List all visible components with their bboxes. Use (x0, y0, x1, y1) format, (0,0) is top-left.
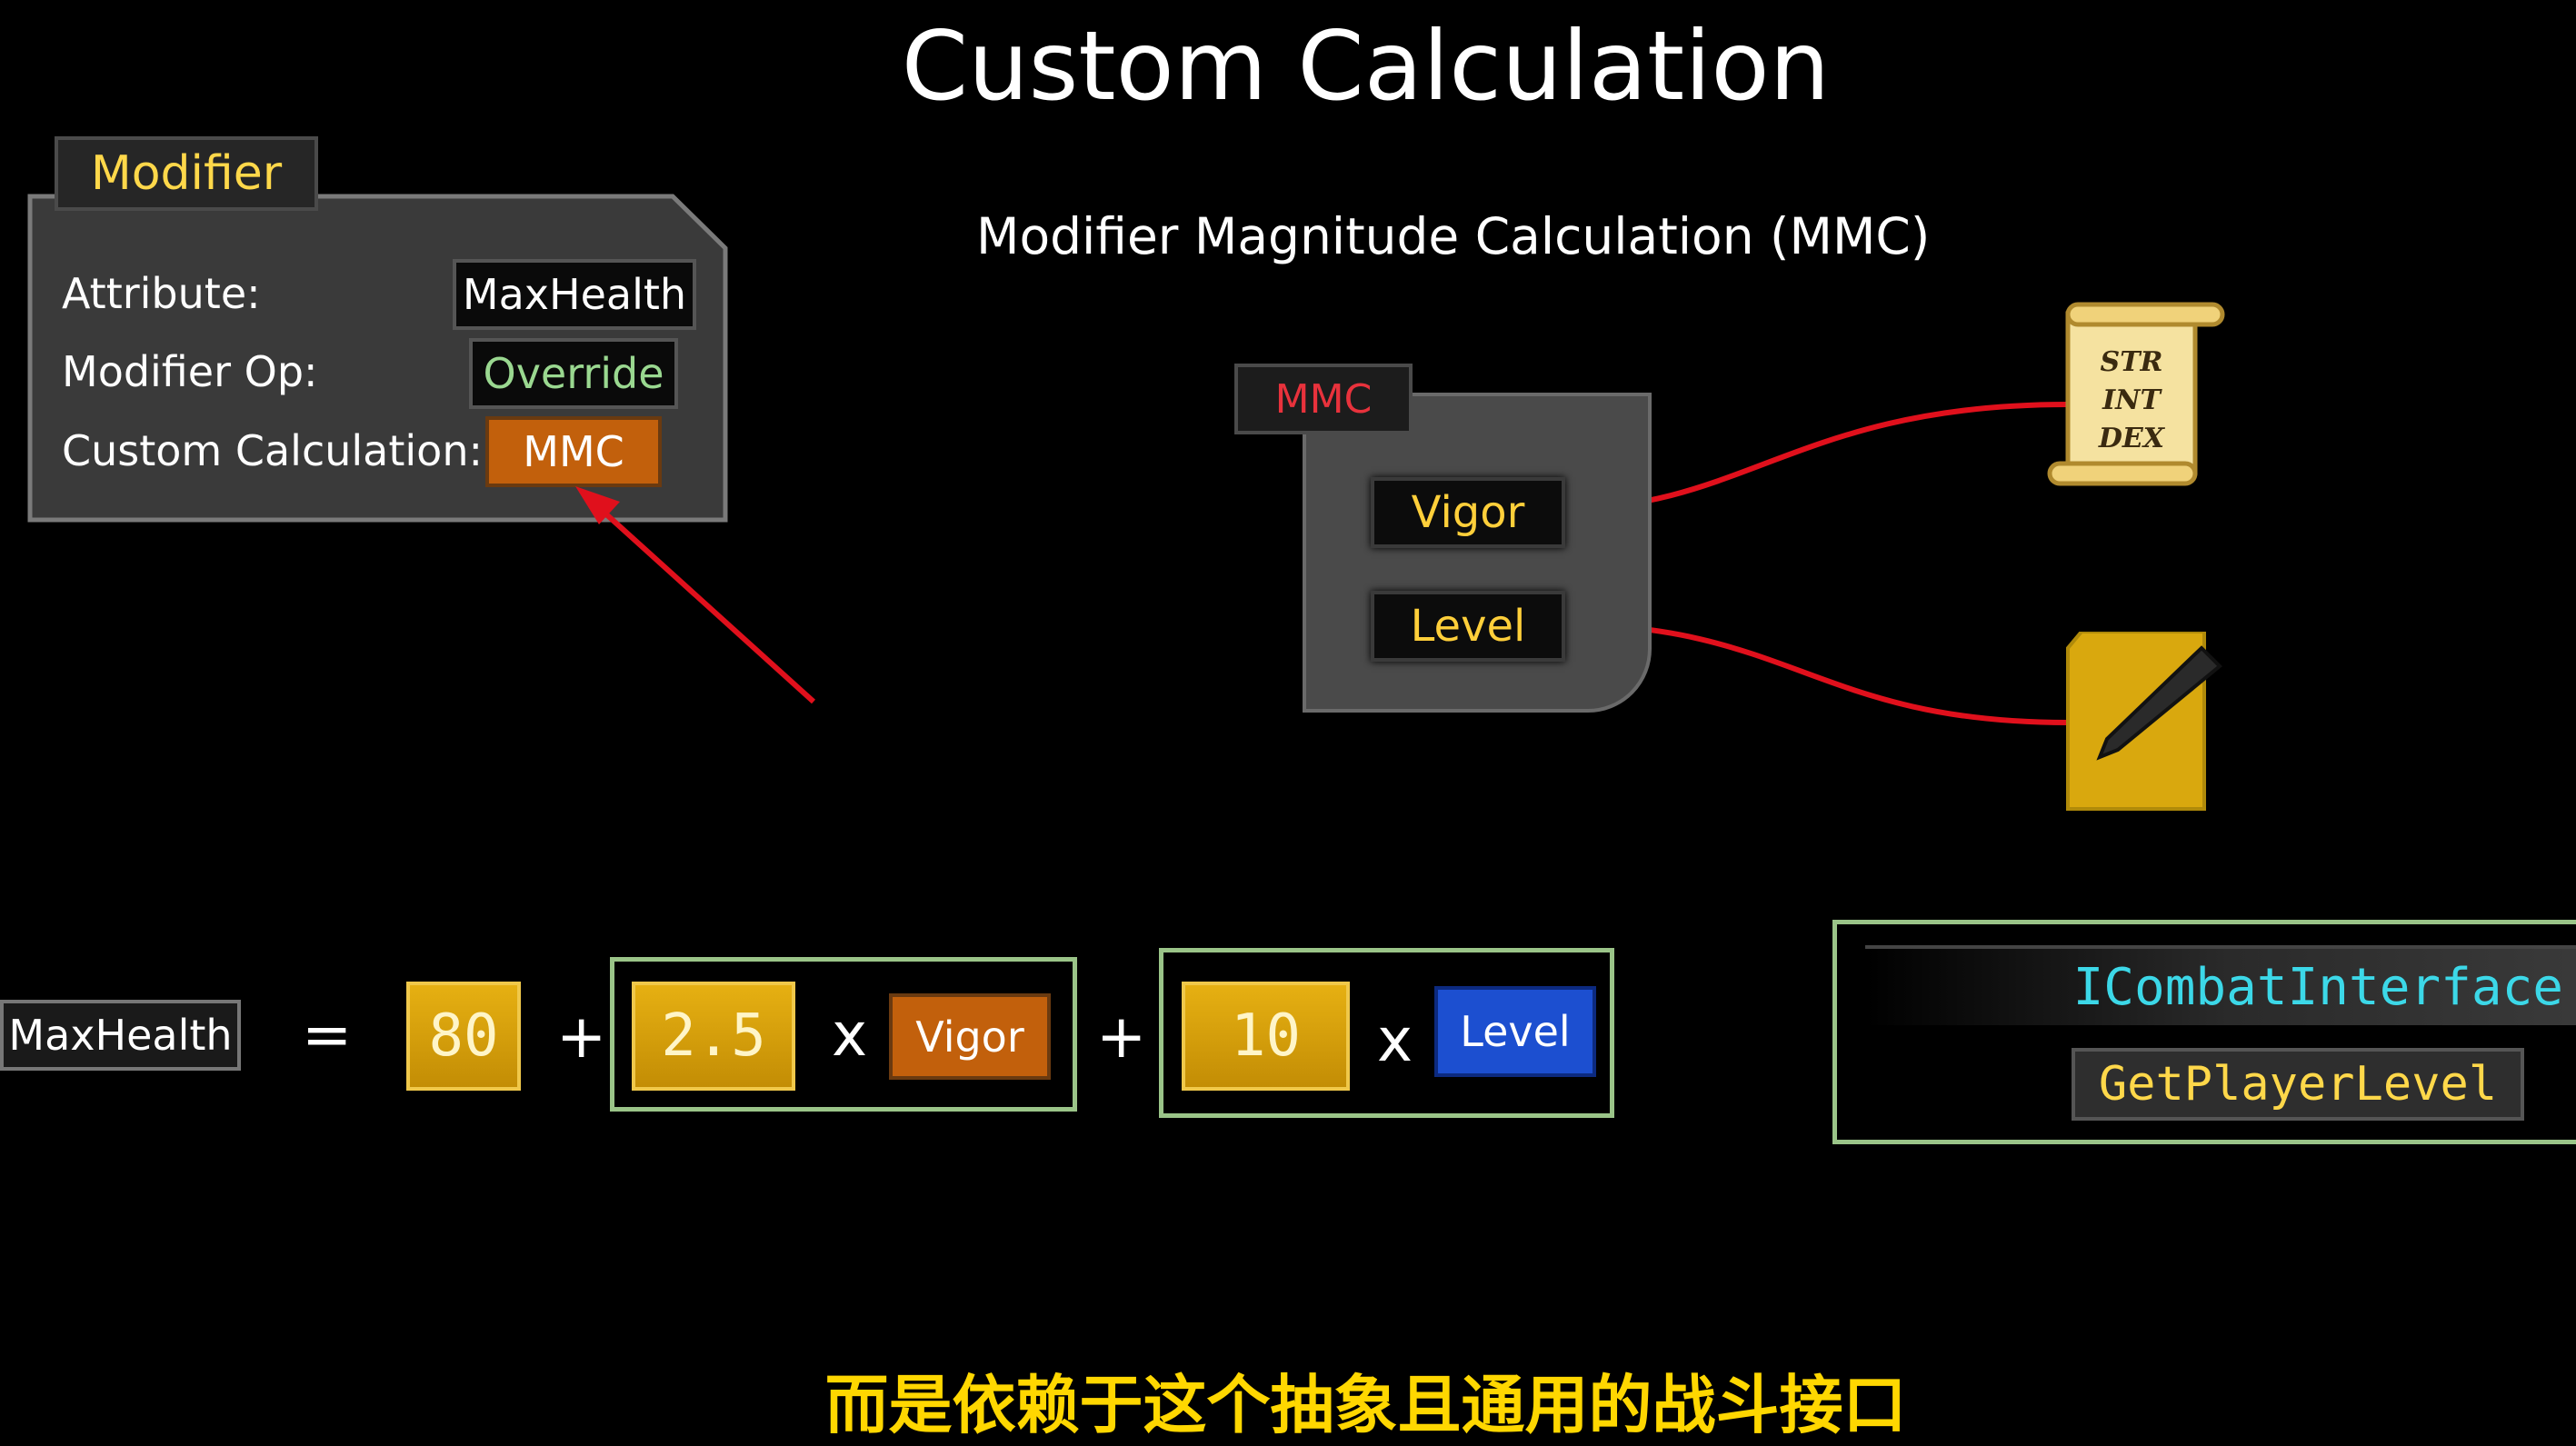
scroll-line-dex: DEX (2098, 423, 2165, 454)
level-term-group (1159, 948, 1614, 1118)
modifier-op-label: Modifier Op: (62, 347, 318, 396)
vigor-term-group (610, 957, 1077, 1112)
mmc-button[interactable]: MMC (485, 416, 662, 487)
level-variable: Level (1434, 986, 1596, 1077)
red-arrow (575, 486, 816, 704)
get-player-level-function[interactable]: GetPlayerLevel (2072, 1048, 2524, 1121)
scroll-line-str: STR (2100, 346, 2163, 378)
mmc-subtitle: Modifier Magnitude Calculation (MMC) (976, 207, 1931, 265)
plus-sign-1: + (556, 1002, 607, 1072)
vigor-pin[interactable]: Vigor (1371, 477, 1565, 548)
base-value: 80 (406, 982, 521, 1091)
scroll-line-int: INT (2102, 384, 2161, 416)
maxhealth-label: MaxHealth (0, 1000, 241, 1071)
times-sign-1: x (832, 1000, 868, 1070)
plus-sign-2: + (1096, 1002, 1147, 1072)
level-pin[interactable]: Level (1371, 591, 1565, 662)
modifier-op-value[interactable]: Override (469, 338, 678, 409)
combat-interface-box (1832, 920, 2576, 1144)
subtitle-caption: 而是依赖于这个抽象且通用的战斗接口 (824, 1368, 1907, 1442)
attribute-label: Attribute: (62, 269, 261, 318)
page-title: Custom Calculation (901, 11, 1831, 122)
equals-sign: = (302, 1000, 353, 1070)
custom-calculation-label: Custom Calculation: (62, 426, 483, 475)
modifier-tab: Modifier (55, 136, 318, 211)
interface-name: ICombatInterface (1865, 945, 2576, 1025)
mmc-node-tab: MMC (1234, 364, 1413, 434)
attribute-value[interactable]: MaxHealth (453, 259, 696, 330)
vigor-variable: Vigor (889, 993, 1051, 1080)
notebook-pen-icon (2063, 630, 2232, 813)
times-sign-2: x (1377, 1005, 1413, 1075)
mmc-node (1303, 393, 1652, 713)
level-coefficient: 10 (1182, 982, 1350, 1091)
scroll-icon: STR INT DEX (2045, 300, 2227, 486)
vigor-coefficient: 2.5 (632, 982, 795, 1091)
